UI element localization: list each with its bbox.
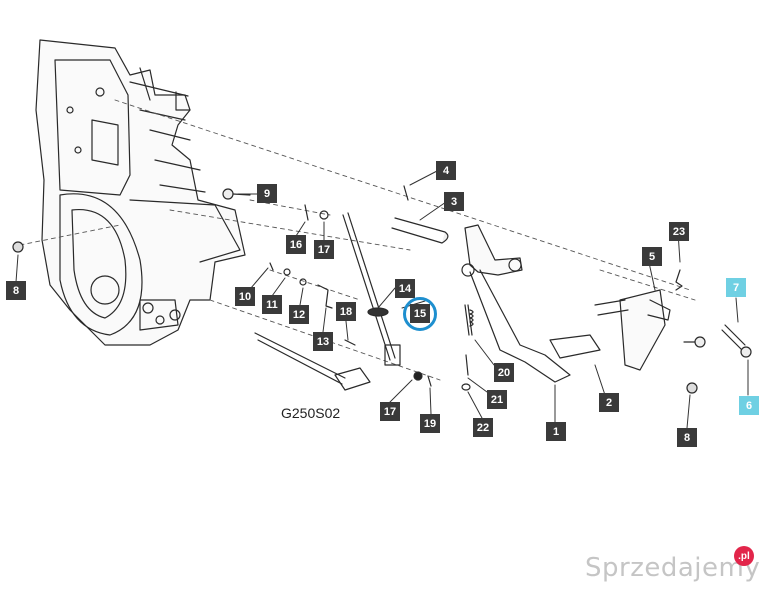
pin-part xyxy=(403,185,409,201)
control-rod-part xyxy=(342,212,401,366)
bolt-part xyxy=(222,188,251,200)
watermark-text: Sprzedajemy xyxy=(585,553,761,583)
transmission-housing xyxy=(35,39,246,346)
callout-21[interactable]: 21 xyxy=(487,390,507,409)
washer-part xyxy=(319,210,329,220)
callout-17-upper[interactable]: 17 xyxy=(314,240,334,259)
callout-18[interactable]: 18 xyxy=(336,302,356,321)
clip-part xyxy=(344,339,356,346)
callout-16[interactable]: 16 xyxy=(286,235,306,254)
callout-17-lower[interactable]: 17 xyxy=(380,402,400,421)
callout-15[interactable]: 15 xyxy=(410,304,430,323)
assembly-lines xyxy=(19,99,696,381)
callout-23[interactable]: 23 xyxy=(669,222,689,241)
callout-11[interactable]: 11 xyxy=(262,295,282,314)
watermark-badge: .pl xyxy=(734,546,754,566)
lower-shaft-part xyxy=(254,332,432,391)
callout-7[interactable]: 7 xyxy=(726,278,746,297)
callout-5[interactable]: 5 xyxy=(642,247,662,266)
right-fasteners-part xyxy=(683,324,752,394)
diagram-code: G250S02 xyxy=(281,405,341,421)
callout-4[interactable]: 4 xyxy=(436,161,456,180)
callout-10[interactable]: 10 xyxy=(235,287,255,306)
spring-pin-part xyxy=(304,204,309,221)
callout-6[interactable]: 6 xyxy=(739,396,759,415)
callout-14[interactable]: 14 xyxy=(395,279,415,298)
small-spring-part xyxy=(675,269,683,291)
spring-part xyxy=(461,304,474,391)
callout-13[interactable]: 13 xyxy=(313,332,333,351)
bracket-part xyxy=(594,289,671,371)
shaft-part xyxy=(391,217,449,244)
callout-20[interactable]: 20 xyxy=(494,363,514,382)
callout-3[interactable]: 3 xyxy=(444,192,464,211)
pedal-assembly-part xyxy=(461,224,601,383)
callout-2[interactable]: 2 xyxy=(599,393,619,412)
callout-12[interactable]: 12 xyxy=(289,305,309,324)
callout-9[interactable]: 9 xyxy=(257,184,277,203)
callout-22[interactable]: 22 xyxy=(473,418,493,437)
leader-lines xyxy=(15,170,749,429)
nut-part xyxy=(12,241,24,253)
callout-1[interactable]: 1 xyxy=(546,422,566,441)
small-parts-group xyxy=(269,262,333,309)
callout-8-left[interactable]: 8 xyxy=(6,281,26,300)
callout-8-right[interactable]: 8 xyxy=(677,428,697,447)
callout-19[interactable]: 19 xyxy=(420,414,440,433)
